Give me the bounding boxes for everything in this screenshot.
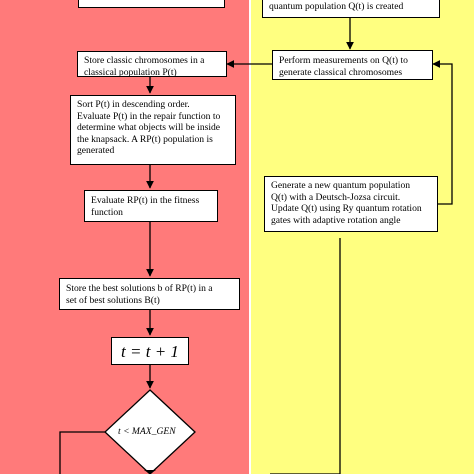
sort-repair-box: Sort P(t) in descending order. Evaluate …: [70, 95, 236, 165]
newq-line-4: gates with adaptive rotation angle: [271, 214, 401, 226]
newq-line-3: Update Q(t) using Ry quantum rotation: [271, 203, 422, 214]
sort-line-3: determine what objects will be inside: [77, 122, 221, 133]
measure-line-1: Perform measurements on Q(t) to: [279, 55, 408, 66]
store-classic-line-2: classical population P(t): [84, 66, 177, 78]
sort-line-5: generated: [77, 145, 115, 156]
newq-line-2: Q(t) with a Deutsch-Jozsa circuit.: [271, 191, 401, 203]
measure-line-2: generate classical chromosomes: [279, 66, 403, 78]
evaluate-line-1: Evaluate RP(t) in the fitness: [91, 195, 200, 206]
increment-box: t = t + 1: [111, 337, 189, 365]
store-best-box: Store the best solutions b of RP(t) in a…: [59, 278, 240, 310]
best-line-2: set of best solutions B(t): [66, 294, 160, 306]
quantum-population-text: quantum population Q(t) is created: [269, 1, 404, 12]
store-classic-line-1: Store classic chromosomes in a: [84, 55, 205, 66]
evaluate-line-2: function: [91, 206, 123, 218]
new-quantum-box: Generate a new quantum population Q(t) w…: [264, 176, 438, 232]
sort-line-1: Sort P(t) in descending order.: [77, 99, 190, 110]
evaluate-fitness-box: Evaluate RP(t) in the fitness function: [84, 190, 218, 222]
sort-line-4: the knapsack. A RP(t) population is: [77, 133, 213, 145]
top-left-box: [78, 0, 225, 8]
panel-divider: [249, 0, 251, 474]
store-classic-box: Store classic chromosomes in a classical…: [77, 51, 227, 78]
sort-line-2: Evaluate P(t) in the repair function to: [77, 110, 221, 122]
measure-box: Perform measurements on Q(t) to generate…: [272, 50, 433, 80]
best-line-1: Store the best solutions b of RP(t) in a: [66, 283, 213, 294]
newq-line-1: Generate a new quantum population: [271, 180, 411, 191]
increment-label: t = t + 1: [121, 342, 179, 361]
decision-label: t < MAX_GEN: [118, 426, 176, 437]
quantum-population-box: quantum population Q(t) is created: [262, 0, 440, 18]
